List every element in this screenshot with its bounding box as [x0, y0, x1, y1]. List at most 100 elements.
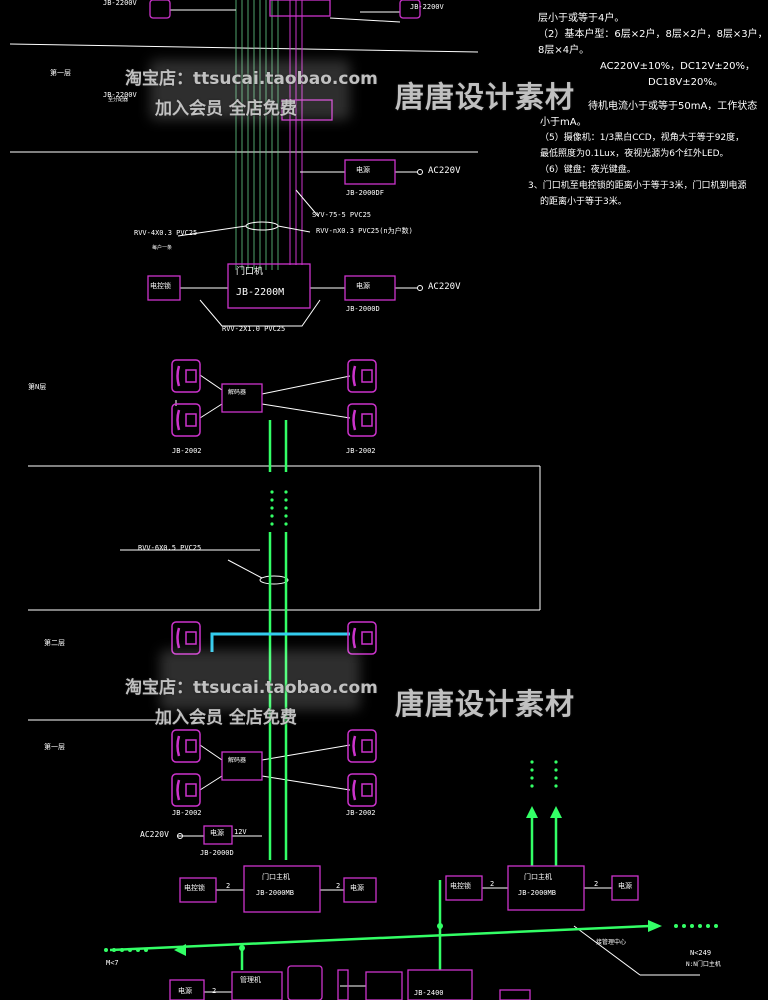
lock-box	[445, 875, 483, 901]
label-jb2200v-b: JB-2200V	[410, 3, 444, 11]
power-box	[344, 159, 396, 185]
handset-icon	[171, 729, 201, 763]
label-floor1: 第一层	[50, 69, 71, 77]
note-line: 的距离小于等于3米。	[540, 197, 627, 207]
handset-icon	[347, 359, 377, 393]
watermark-brand: 唐唐设计素材	[395, 80, 576, 114]
label-mx7: M<7	[106, 959, 119, 967]
label-jb2000d-b: JB-2000D	[200, 849, 234, 857]
label-jb2002-r2: JB-2002	[346, 809, 376, 817]
intercom-handset	[149, 0, 171, 19]
label-note-small-b: 每户一条	[152, 245, 173, 251]
label-ac220v-1: AC220V	[428, 166, 461, 176]
label-power-1: 电源	[356, 166, 370, 174]
label-power-2: 电源	[356, 282, 370, 290]
handset-icon	[347, 403, 377, 437]
label-main-door-1-model: JB-2000MB	[256, 889, 294, 897]
handset-icon	[171, 621, 201, 655]
note-line: 层小于或等于4户。	[538, 13, 625, 24]
note-line: DC18V±20%。	[648, 77, 723, 88]
label-lock-b2: 电控锁	[450, 882, 471, 890]
note-line: （5）摄像机：1/3黑白CCD，视角大于等于92度，	[540, 133, 745, 143]
label-main-door-2-model: JB-2000MB	[518, 889, 556, 897]
label-floor2: 第二层	[44, 639, 65, 647]
label-ac220v-2: AC220V	[428, 282, 461, 292]
label-syv: SYV-75-5 PVC25	[312, 211, 372, 219]
label-nk249: N<249	[690, 949, 712, 957]
intercom-handset	[399, 0, 421, 19]
label-lock-b1: 电控锁	[184, 884, 205, 892]
distributor-box	[281, 99, 333, 121]
label-decoder: 解码器	[228, 389, 247, 396]
label-power-5: 电源	[618, 882, 632, 890]
label-power-6: 电源	[178, 987, 192, 995]
label-v2b: 2	[336, 882, 341, 890]
watermark-glow	[160, 650, 360, 710]
label-note-small-a: 至分配器	[108, 97, 129, 103]
label-v2d: 2	[594, 880, 599, 888]
label-jb2200v-b: JB-2200V	[103, 91, 137, 99]
lock-box	[147, 275, 181, 301]
note-line: 8层×4户。	[538, 45, 590, 56]
label-rvv-4x03: RVV-4X0.3 PVC25	[134, 229, 198, 237]
main-door-box	[507, 865, 585, 911]
label-jb2002-l: JB-2002	[172, 447, 202, 455]
decoder-box	[221, 751, 263, 781]
label-main-door-2: 门口主机	[524, 873, 552, 881]
handset-icon	[171, 773, 201, 807]
label-rvv-nx03: RVV-nX0.3 PVC25(n为户数)	[316, 227, 413, 235]
power-box	[344, 275, 396, 301]
floor-line	[9, 43, 479, 53]
label-v2: 2	[226, 882, 231, 890]
note-line: 最低照度为0.1Lux，夜视光源为6个红外LED。	[540, 149, 729, 159]
label-jb2002-r: JB-2002	[346, 447, 376, 455]
label-admin-machine: 管理机	[240, 976, 261, 984]
label-floorN: 第N层	[28, 383, 47, 391]
note-line: 小于mA。	[540, 117, 587, 128]
main-door-box	[243, 865, 321, 913]
label-floor1b: 第一层	[44, 743, 65, 751]
power-box	[343, 877, 377, 903]
handset-icon	[171, 359, 201, 393]
admin-box	[231, 971, 283, 1000]
watermark-glow	[150, 60, 350, 120]
admin-box	[407, 969, 473, 1000]
label-v12: 12V	[234, 828, 247, 836]
power-box	[611, 875, 639, 901]
label-jb2400: JB-2400	[414, 989, 444, 997]
label-rvv-2x10: RVV-2X1.0 PVC25	[222, 325, 286, 333]
watermark-brand: 唐唐设计素材	[395, 687, 576, 721]
note-line: （2）基本户型：6层×2户，8层×2户，8层×3户，	[538, 29, 768, 40]
label-v2e: 2	[212, 987, 217, 995]
power-box	[365, 971, 403, 1000]
label-power-3: 电源	[210, 829, 224, 837]
lock-box	[179, 877, 217, 903]
label-rvv-6x05: RVV-6X0.5 PVC25	[138, 544, 202, 552]
door-machine-box	[227, 263, 311, 309]
note-line: AC220V±10%，DC12V±20%，	[600, 61, 756, 72]
label-jb2000df: JB-2000DF	[346, 189, 384, 197]
handset-icon	[347, 621, 377, 655]
label-power-4: 电源	[350, 884, 364, 892]
label-door-machine: 门口机	[236, 267, 264, 277]
label-jb2002-l2: JB-2002	[172, 809, 202, 817]
watermark-shop: 淘宝店：ttsucai.taobao.com	[125, 69, 378, 89]
watermark-member: 加入会员 全店免费	[155, 99, 297, 119]
power-box	[203, 825, 233, 845]
monitor-icon	[287, 965, 323, 1000]
label-decoder-b: 解码器	[228, 757, 247, 764]
handset-icon	[347, 729, 377, 763]
device-box	[499, 989, 531, 1000]
label-v2c: 2	[490, 880, 495, 888]
label-main-door-1: 门口主机	[262, 873, 290, 881]
keypad-box	[337, 969, 349, 1000]
label-jb2000d: JB-2000D	[346, 305, 380, 313]
label-ac220v-3: AC220V	[140, 830, 169, 839]
note-line: （6）键盘：夜光键盘。	[540, 165, 636, 175]
label-jb2200v-a: JB-2200V	[103, 0, 137, 7]
note-line: 3、门口机至电控锁的距离小于等于3米，门口机到电源	[528, 181, 747, 191]
watermark-member: 加入会员 全店免费	[155, 708, 297, 728]
distributor-box	[269, 0, 331, 17]
note-line: 待机电流小于或等于50mA，工作状态	[588, 101, 758, 112]
decoder-box	[221, 383, 263, 413]
